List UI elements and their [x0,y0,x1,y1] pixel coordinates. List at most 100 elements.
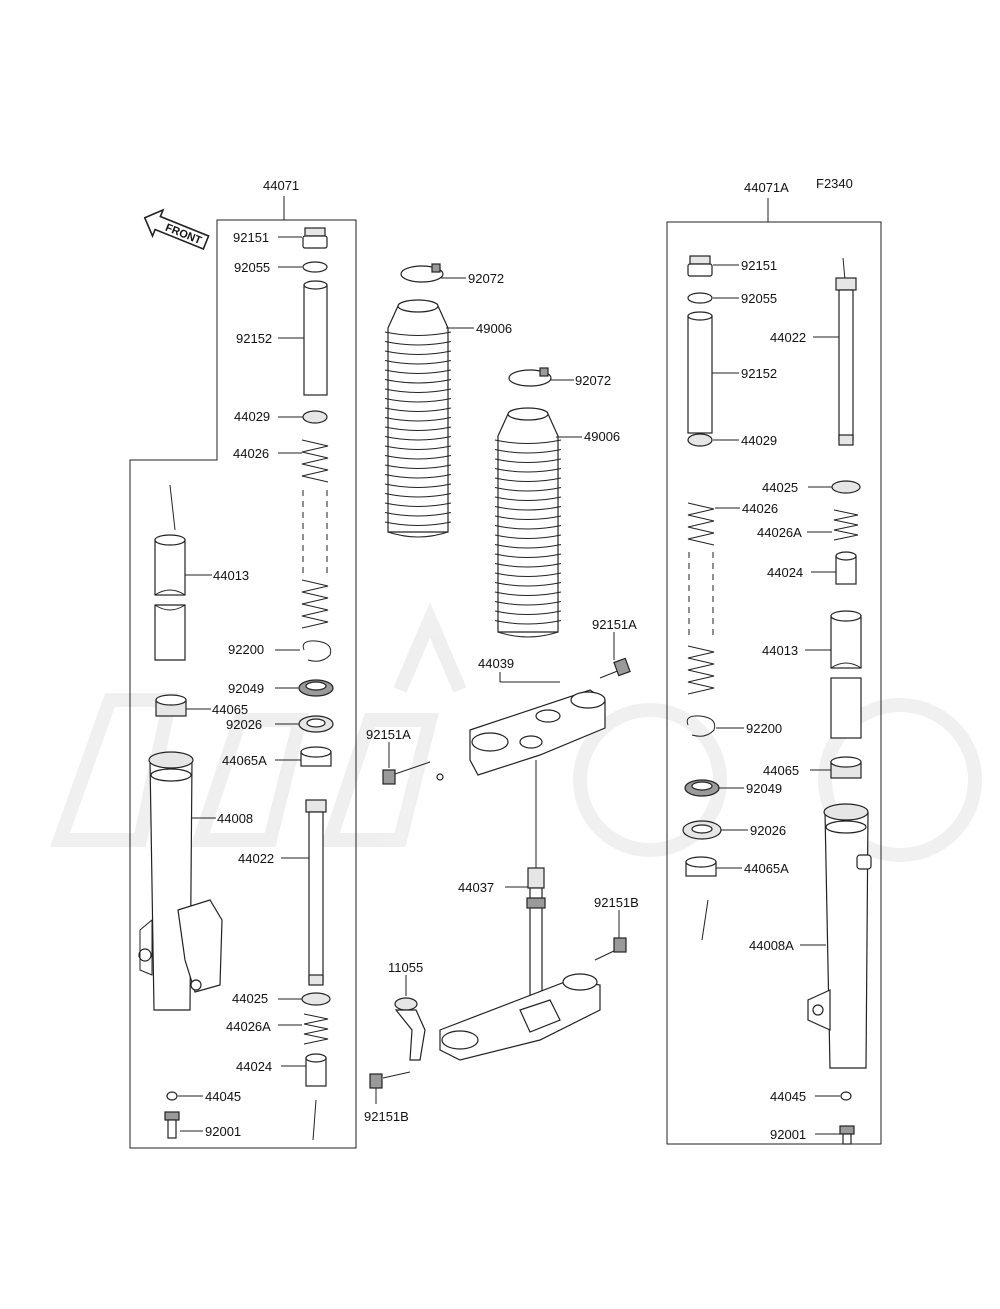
label-92026-left: 92026 [226,717,262,732]
label-92151A-b: 92151A [366,727,411,742]
o-ring-92055-right [687,292,713,304]
band-clamp-92072-b [508,367,552,387]
label-92151B-a: 92151B [594,895,639,910]
bushing-44065A [300,746,332,767]
label-44029-left: 44029 [234,409,270,424]
fork-boot-49006-a [384,299,452,538]
label-92072-a: 92072 [468,271,504,286]
label-92072-b: 92072 [575,373,611,388]
bolt-92151B-upper [594,937,627,961]
bottom-bolt-92001-right [839,1125,855,1145]
washer-44029 [302,410,328,424]
washer-44029-right [687,433,713,447]
label-92151B-b: 92151B [364,1109,409,1124]
label-44045-left: 44045 [205,1089,241,1104]
figure-code: F2340 [816,176,853,191]
fork-spring-44026 [301,439,329,629]
lower-bracket [439,973,601,1061]
motorcycle-watermark-icon [50,602,982,862]
left-assembly-frame [129,219,357,1149]
label-44045-right: 44045 [770,1089,806,1104]
label-92026-right: 92026 [750,823,786,838]
gasket-44045 [166,1091,178,1101]
fork-boot-49006-b [494,407,562,638]
label-44025-left: 44025 [232,991,268,1006]
oil-seal-92049-right [684,779,720,797]
label-44008A: 44008A [749,938,794,953]
washer-44025-right [831,480,861,494]
center-parts: 92072 49006 92072 49006 92151A [364,263,639,1124]
left-fork-assembly: 44071 92151 92055 92152 44029 [129,178,357,1149]
label-44022-left: 44022 [238,851,274,866]
label-92152-right: 92152 [741,366,777,381]
label-92055-left: 92055 [234,260,270,275]
bushing-44065 [155,694,187,717]
label-92200-left: 92200 [228,642,264,657]
circlip-92200-right [686,715,716,737]
label-44037: 44037 [458,880,494,895]
label-44008-left: 44008 [217,811,253,826]
bottom-bolt-92001 [164,1111,180,1139]
label-44025-right: 44025 [762,480,798,495]
label-92055-right: 92055 [741,291,777,306]
oil-lock-piece-44024-right [835,551,857,585]
spacer-pipe-92152 [303,280,328,396]
label-44065-left: 44065 [212,702,248,717]
right-fork-assembly: 44071A 92151 92055 44022 92152 [666,180,882,1145]
oil-seal-92049 [298,679,334,697]
o-ring-92055 [302,261,328,273]
label-92001-right: 92001 [770,1127,806,1142]
label-44026-right: 44026 [742,501,778,516]
rebound-spring-44026A-right [833,509,859,541]
bolt-92151A-lower [382,761,431,785]
guide-pipe-44013 [154,484,186,661]
label-44029-right: 44029 [741,433,777,448]
label-44013-right: 44013 [762,643,798,658]
label-44024-left: 44024 [236,1059,272,1074]
label-92001-left: 92001 [205,1124,241,1139]
bolt-92151B-lower [369,1071,411,1089]
outer-tube-44008A [807,803,872,1069]
washer-44025 [301,992,331,1006]
cylinder-44022 [305,799,327,986]
label-92151-right: 92151 [741,258,777,273]
label-44022-right: 44022 [770,330,806,345]
label-44065A-left: 44065A [222,753,267,768]
spacer-pipe-92152-right [687,311,713,434]
guide-pipe-44013-right [830,610,862,739]
assembly-left-title: 44071 [263,178,299,193]
label-92049-left: 92049 [228,681,264,696]
label-44039: 44039 [478,656,514,671]
bolt-92151A-upper [599,657,631,679]
label-44065A-right: 44065A [744,861,789,876]
outer-tube-44008 [138,751,223,1011]
label-44024-right: 44024 [767,565,803,580]
oil-lock-piece-44024 [305,1053,327,1087]
label-92151-left: 92151 [233,230,269,245]
front-direction-arrow: FRONT [143,208,210,251]
label-11055: 11055 [388,960,423,975]
rebound-spring-44026A [303,1013,329,1045]
cap-bolt-92151 [278,227,328,249]
label-49006-b: 49006 [584,429,620,444]
cap-bolt-92151-right [687,255,713,277]
label-92152-left: 92152 [236,331,272,346]
cylinder-44022-right [835,257,857,446]
steering-stem-44037 [526,867,546,1019]
right-assembly-frame [666,221,882,1145]
label-92151A-a: 92151A [592,617,637,632]
bushing-44065-right [830,756,862,779]
label-92049-right: 92049 [746,781,782,796]
fork-spring-44026-right [687,502,715,695]
label-44065-right: 44065 [763,763,799,778]
label-44026-left: 44026 [233,446,269,461]
bushing-44065A-right [685,856,717,877]
label-92200-right: 92200 [746,721,782,736]
label-44026A-right: 44026A [757,525,802,540]
circlip-92200 [302,640,332,662]
upper-bracket-44039 [436,689,606,781]
label-44026A-left: 44026A [226,1019,271,1034]
label-44013-left: 44013 [213,568,249,583]
